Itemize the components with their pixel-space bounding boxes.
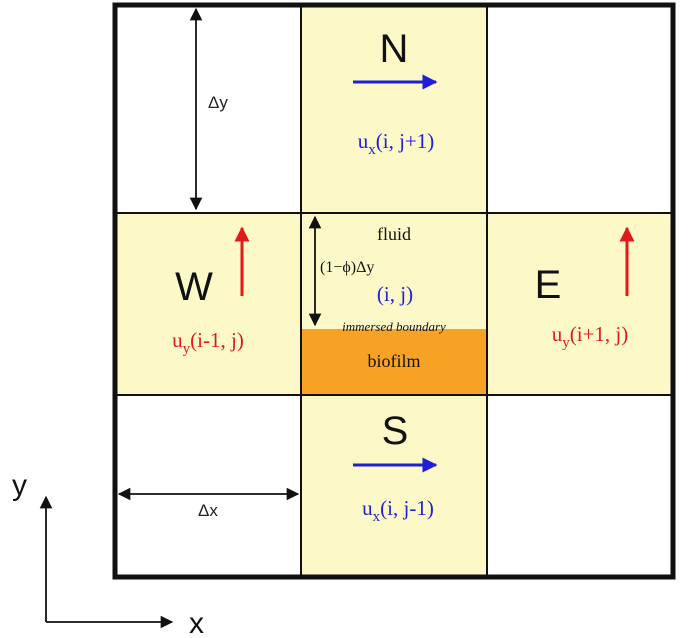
north-cell bbox=[301, 5, 487, 213]
dx-label: Δx bbox=[198, 501, 218, 520]
grid-outer-border bbox=[112, 2, 676, 580]
biofilm-label: biofilm bbox=[368, 351, 421, 371]
west-label: W bbox=[175, 265, 213, 309]
dy-label: Δy bbox=[208, 93, 228, 112]
south-cell bbox=[301, 395, 487, 577]
immersed-boundary-label: immersed boundary bbox=[342, 319, 446, 334]
north-label: N bbox=[380, 27, 409, 71]
east-cell bbox=[487, 213, 673, 395]
fluid-height-label: (1−ϕ)Δy bbox=[320, 259, 374, 276]
south-label: S bbox=[382, 409, 409, 453]
east-velocity-label: uy(i+1, j) bbox=[552, 322, 629, 351]
west-cell bbox=[115, 213, 301, 395]
biofilm-region bbox=[302, 329, 486, 394]
y-axis-label: y bbox=[12, 469, 27, 502]
grid-lines bbox=[115, 5, 673, 577]
center-index-label: (i, j) bbox=[377, 282, 413, 306]
fluid-label: fluid bbox=[377, 224, 411, 244]
north-velocity-label: ux(i, j+1) bbox=[358, 129, 435, 158]
south-velocity-label: ux(i, j-1) bbox=[362, 496, 434, 525]
west-velocity-label: uy(i-1, j) bbox=[172, 328, 244, 357]
east-label: E bbox=[535, 263, 562, 307]
x-axis-label: x bbox=[189, 607, 204, 638]
